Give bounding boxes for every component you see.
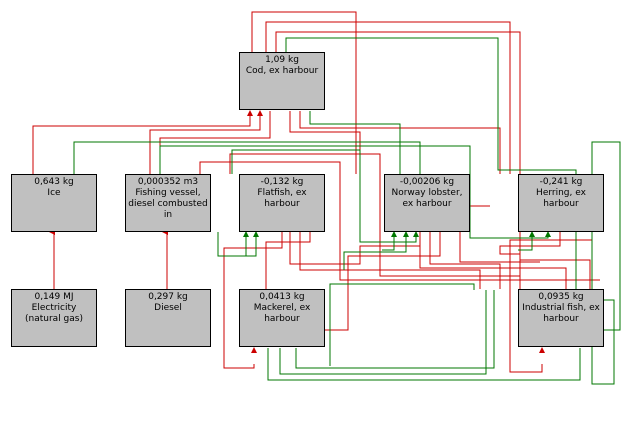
node-herring-amount: -0,241 kg [539,177,583,187]
node-diesel-label: Diesel [154,303,182,313]
flow-green-top [73,141,421,174]
node-fishing-vessel[interactable]: 0,000352 m3 Fishing vessel, diesel combu… [125,174,211,232]
flow-green-left-2 [236,232,257,257]
node-industrial-fish-amount: 0,0935 kg [538,292,584,302]
node-cod-label: Cod, ex harbour [245,66,319,76]
flow-her-ind [499,232,561,289]
node-diesel-amount: 0,297 kg [148,292,188,302]
flow-herring-in [459,205,540,263]
node-norway-lobster-amount: -0,00206 kg [399,177,455,187]
flow-green-bottom-3 [295,290,495,369]
node-mackerel-amount: 0,0413 kg [259,292,305,302]
flow-ind-in [419,240,567,289]
node-flatfish-amount: -0,132 kg [260,177,304,187]
flow-cod-top-3 [275,31,591,289]
flow-mack-in [265,232,311,289]
flow-green-right [591,141,621,385]
flow-ice-to-cod [32,111,251,174]
arrow-flat-2 [253,231,259,237]
arrow-cod-1 [247,110,253,116]
flow-green-bottom-2 [279,290,487,375]
flow-cod-top-1 [251,11,357,174]
node-cod[interactable]: 1,09 kg Cod, ex harbour [239,52,325,110]
flow-green-vessel [159,145,549,239]
node-industrial-fish-label: Industrial fish, ex harbour [522,303,600,324]
arrow-mack [251,347,257,353]
node-herring-label: Herring, ex harbour [536,188,586,209]
node-industrial-fish[interactable]: 0,0935 kg Industrial fish, ex harbour [518,289,604,347]
arrow-her-2 [545,231,551,237]
node-diesel[interactable]: 0,297 kg Diesel [125,289,211,347]
flow-green-flat [231,149,417,243]
node-mackerel-label: Mackerel, ex harbour [253,303,311,324]
node-ice[interactable]: 0,643 kg Ice [11,174,97,232]
flow-mack-side [324,232,441,331]
flow-mack-bottom [223,232,283,369]
arrow-lob-2 [403,231,409,237]
arrow-cod-2 [257,110,263,116]
arrow-lob-3 [413,231,419,237]
node-norway-lobster-label: Norway lobster, ex harbour [391,188,463,209]
arrow-lob-1 [391,231,397,237]
flow-vessel-to-cod [149,111,261,174]
arrow-flat-1 [243,231,249,237]
flow-cod-top-2 [265,21,511,174]
node-electricity[interactable]: 0,149 MJ Electricity (natural gas) [11,289,97,347]
node-ice-label: Ice [47,188,61,198]
node-ice-amount: 0,643 kg [34,177,74,187]
flow-cross-1 [199,161,600,281]
arrow-her-1 [529,231,535,237]
flow-cross-2 [229,153,520,277]
flow-green-her [518,232,533,251]
flow-green-cod-1 [285,37,577,289]
node-flatfish[interactable]: -0,132 kg Flatfish, ex harbour [239,174,325,232]
node-norway-lobster[interactable]: -0,00206 kg Norway lobster, ex harbour [384,174,470,232]
flow-green-left-1 [217,232,247,257]
flow-green-bottom-1 [267,348,581,381]
flow-green-lob [382,232,395,251]
node-herring[interactable]: -0,241 kg Herring, ex harbour [518,174,604,232]
node-cod-amount: 1,09 kg [265,55,299,65]
flow-green-mid [343,232,407,270]
node-fishing-vessel-amount: 0,000352 m3 [137,177,199,187]
node-electricity-amount: 0,149 MJ [34,292,74,302]
node-electricity-label: Electricity (natural gas) [25,303,83,324]
arrow-ind [539,347,545,353]
node-mackerel[interactable]: 0,0413 kg Mackerel, ex harbour [239,289,325,347]
flow-green-cross [329,283,475,366]
node-flatfish-label: Flatfish, ex harbour [257,188,307,209]
node-fishing-vessel-label: Fishing vessel, diesel combusted in [128,188,208,220]
flow-green-cod-2 [309,111,401,174]
